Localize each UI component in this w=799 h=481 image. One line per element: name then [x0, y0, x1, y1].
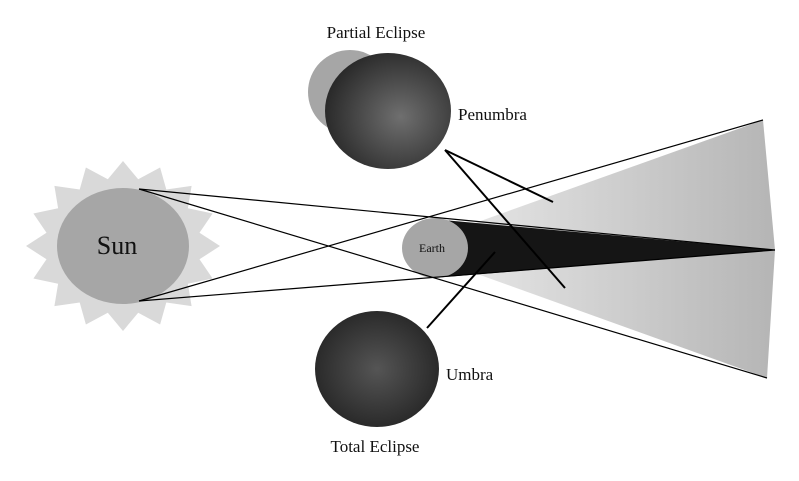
- partial-eclipse-moon: [325, 53, 451, 169]
- umbra-label: Umbra: [446, 365, 494, 384]
- sun-label: Sun: [97, 231, 137, 260]
- penumbra-label: Penumbra: [458, 105, 527, 124]
- total-eclipse-moon: [315, 311, 439, 427]
- total-eclipse-label: Total Eclipse: [331, 437, 420, 456]
- partial-eclipse-label: Partial Eclipse: [327, 23, 426, 42]
- earth-label: Earth: [419, 241, 445, 255]
- penumbra-pointer-upper: [445, 150, 553, 202]
